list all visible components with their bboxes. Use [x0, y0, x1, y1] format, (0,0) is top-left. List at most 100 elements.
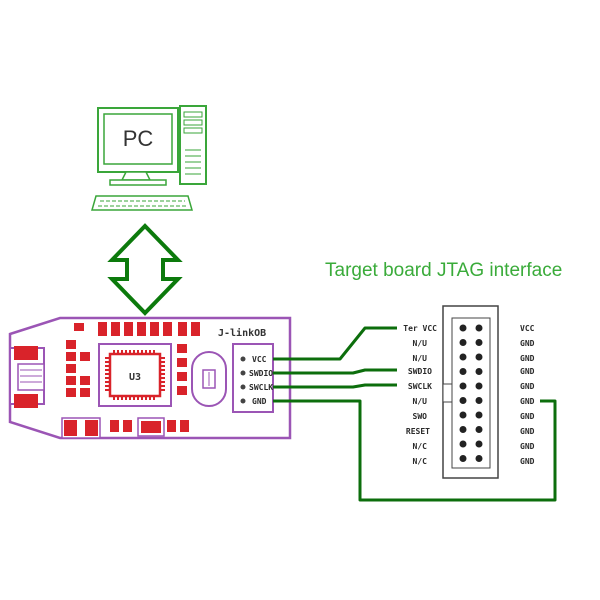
jtag-left-label: SWCLK [408, 382, 432, 391]
jtag-right-label: GND [520, 412, 535, 421]
pad [167, 420, 176, 432]
pad [178, 322, 187, 336]
jtag-pin [475, 382, 483, 390]
pad [80, 388, 90, 397]
swd-pin [240, 398, 246, 404]
pad [177, 372, 187, 381]
pc-tower [179, 105, 207, 185]
jtag-right-label: GND [520, 367, 535, 376]
pad [98, 322, 107, 336]
wire-swdio [273, 368, 397, 375]
pc-tower-bay-2 [183, 119, 203, 126]
pad [141, 421, 161, 433]
pad [163, 322, 172, 336]
pad [110, 420, 119, 432]
jtag-right-label: GND [520, 397, 535, 406]
jtag-pin [459, 397, 467, 404]
pad [177, 344, 187, 353]
pad [123, 420, 132, 432]
swd-pin-label: SWDIO [249, 369, 273, 378]
jtag-right-label: GND [520, 339, 535, 348]
wire-vcc [273, 326, 397, 361]
pad [191, 322, 200, 336]
bottom-pads [61, 417, 189, 439]
swd-pin [240, 370, 246, 376]
swd-pin-label: VCC [252, 355, 267, 364]
usb-inner [17, 363, 45, 391]
chip-pins-bottom [113, 396, 155, 400]
jtag-pin [459, 411, 467, 419]
pad [66, 364, 76, 373]
bidirectional-arrow-icon [107, 223, 183, 316]
swd-connector: VCC SWDIO SWCLK GND [232, 343, 274, 413]
jtag-pin [475, 353, 483, 361]
pad [66, 388, 76, 397]
pad [64, 420, 77, 436]
jtag-left-labels: Ter VCC N/U N/U SWDIO SWCLK N/U SWO RESE… [403, 324, 437, 466]
jtag-left-label: N/C [413, 442, 428, 451]
jlink-ob-board: J-linkOB [8, 316, 292, 440]
usb-pad-top [14, 346, 38, 360]
wire-swclk [273, 383, 397, 389]
jtag-pin [475, 426, 483, 433]
jtag-pin-grid [459, 324, 483, 462]
pad [66, 376, 76, 385]
wires [273, 326, 557, 502]
pad [85, 420, 98, 436]
jtag-left-label: N/U [413, 339, 428, 348]
jtag-left-label: N/C [413, 457, 428, 466]
pad [137, 322, 146, 336]
jtag-key-notch [442, 383, 453, 403]
swd-pin [240, 384, 246, 390]
pad [124, 322, 133, 336]
wire-gnd [273, 399, 557, 502]
jtag-left-label: SWO [413, 412, 428, 421]
pad [177, 386, 187, 395]
pad [80, 352, 90, 361]
chip-label: U3 [129, 372, 141, 383]
jtag-left-label: RESET [406, 427, 430, 436]
swd-connector-outline [232, 343, 274, 413]
jtag-pin [475, 455, 483, 462]
jtag-connector [442, 305, 499, 479]
jtag-pin [475, 324, 483, 332]
jtag-pin [459, 368, 467, 375]
pad [66, 352, 76, 361]
jtag-pin [475, 368, 483, 375]
jtag-pin [475, 339, 483, 346]
jtag-right-label: GND [520, 457, 535, 466]
pad [74, 323, 84, 331]
jtag-right-labels: VCC GND GND GND GND GND GND GND GND GND [520, 324, 535, 466]
jtag-pin [475, 440, 483, 448]
pad [150, 322, 159, 336]
pc-tower-bay-1 [183, 111, 203, 118]
pc-monitor-screen [103, 113, 173, 165]
jtag-right-label: GND [520, 382, 535, 391]
chip-pins-left [105, 357, 110, 391]
chip-pins-right [160, 357, 165, 391]
jtag-right-label: GND [520, 354, 535, 363]
pc-monitor-stand [120, 171, 152, 181]
jtag-left-label: SWDIO [408, 367, 432, 376]
swd-pin-label: SWCLK [249, 383, 273, 392]
jtag-pin [459, 440, 467, 448]
pad [80, 376, 90, 385]
usb-pad-bottom [14, 394, 38, 408]
top-pads [74, 322, 200, 336]
pc-computer-icon: PC [91, 105, 207, 211]
left-pads [66, 340, 90, 397]
jtag-pin [459, 455, 467, 462]
jtag-pin [459, 382, 467, 390]
mcu-chip-u3: U3 [98, 343, 172, 407]
board-name: J-linkOB [218, 327, 266, 339]
jtag-pin [459, 353, 467, 361]
jtag-right-label: GND [520, 442, 535, 451]
pc-tower-bay-3 [183, 127, 203, 134]
jtag-pin [475, 411, 483, 419]
pad [66, 340, 76, 349]
jtag-pin [459, 426, 467, 433]
pad [111, 322, 120, 336]
swd-pin [240, 356, 246, 362]
jtag-right-label: VCC [520, 324, 535, 333]
